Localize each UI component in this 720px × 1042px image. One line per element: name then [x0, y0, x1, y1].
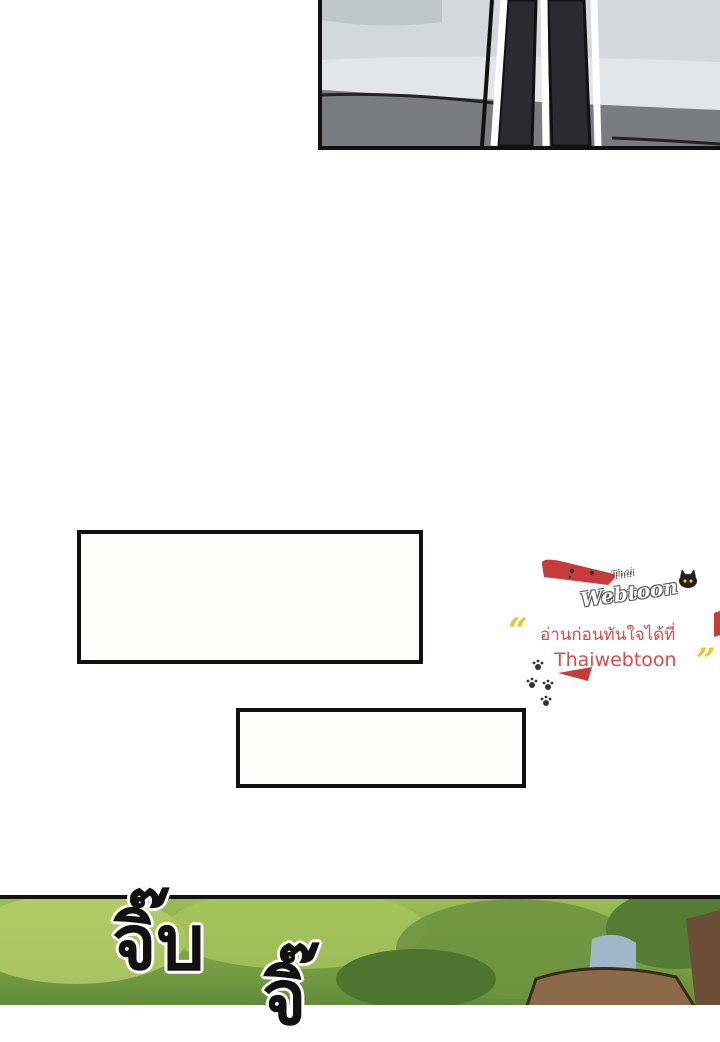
paw-print-icon	[526, 568, 595, 706]
sound-effect-chirp-2: จิ๊	[262, 953, 307, 1042]
watermark-site-name: Thaiwebtoon	[554, 649, 677, 671]
watermark-decoration	[526, 559, 720, 706]
street-scene-illustration	[322, 0, 720, 146]
watermark-tagline: อ่านก่อนทันใจได้ที่	[540, 625, 676, 645]
bottom-comic-panel	[0, 895, 720, 1005]
site-watermark: Thai Webtoon “ อ่านก่อนทันใจได้ที่ Thaiw…	[500, 555, 720, 715]
narration-box-empty-small	[236, 708, 526, 788]
top-comic-panel	[318, 0, 720, 150]
narration-box-empty	[77, 530, 423, 664]
watermark-quote-open: “	[508, 611, 528, 651]
cat-icon	[679, 569, 697, 588]
sound-effect-chirp: จิ๊บ	[112, 898, 205, 987]
watermark-quote-close: ”	[696, 641, 716, 681]
forest-scene-illustration	[0, 899, 720, 1005]
